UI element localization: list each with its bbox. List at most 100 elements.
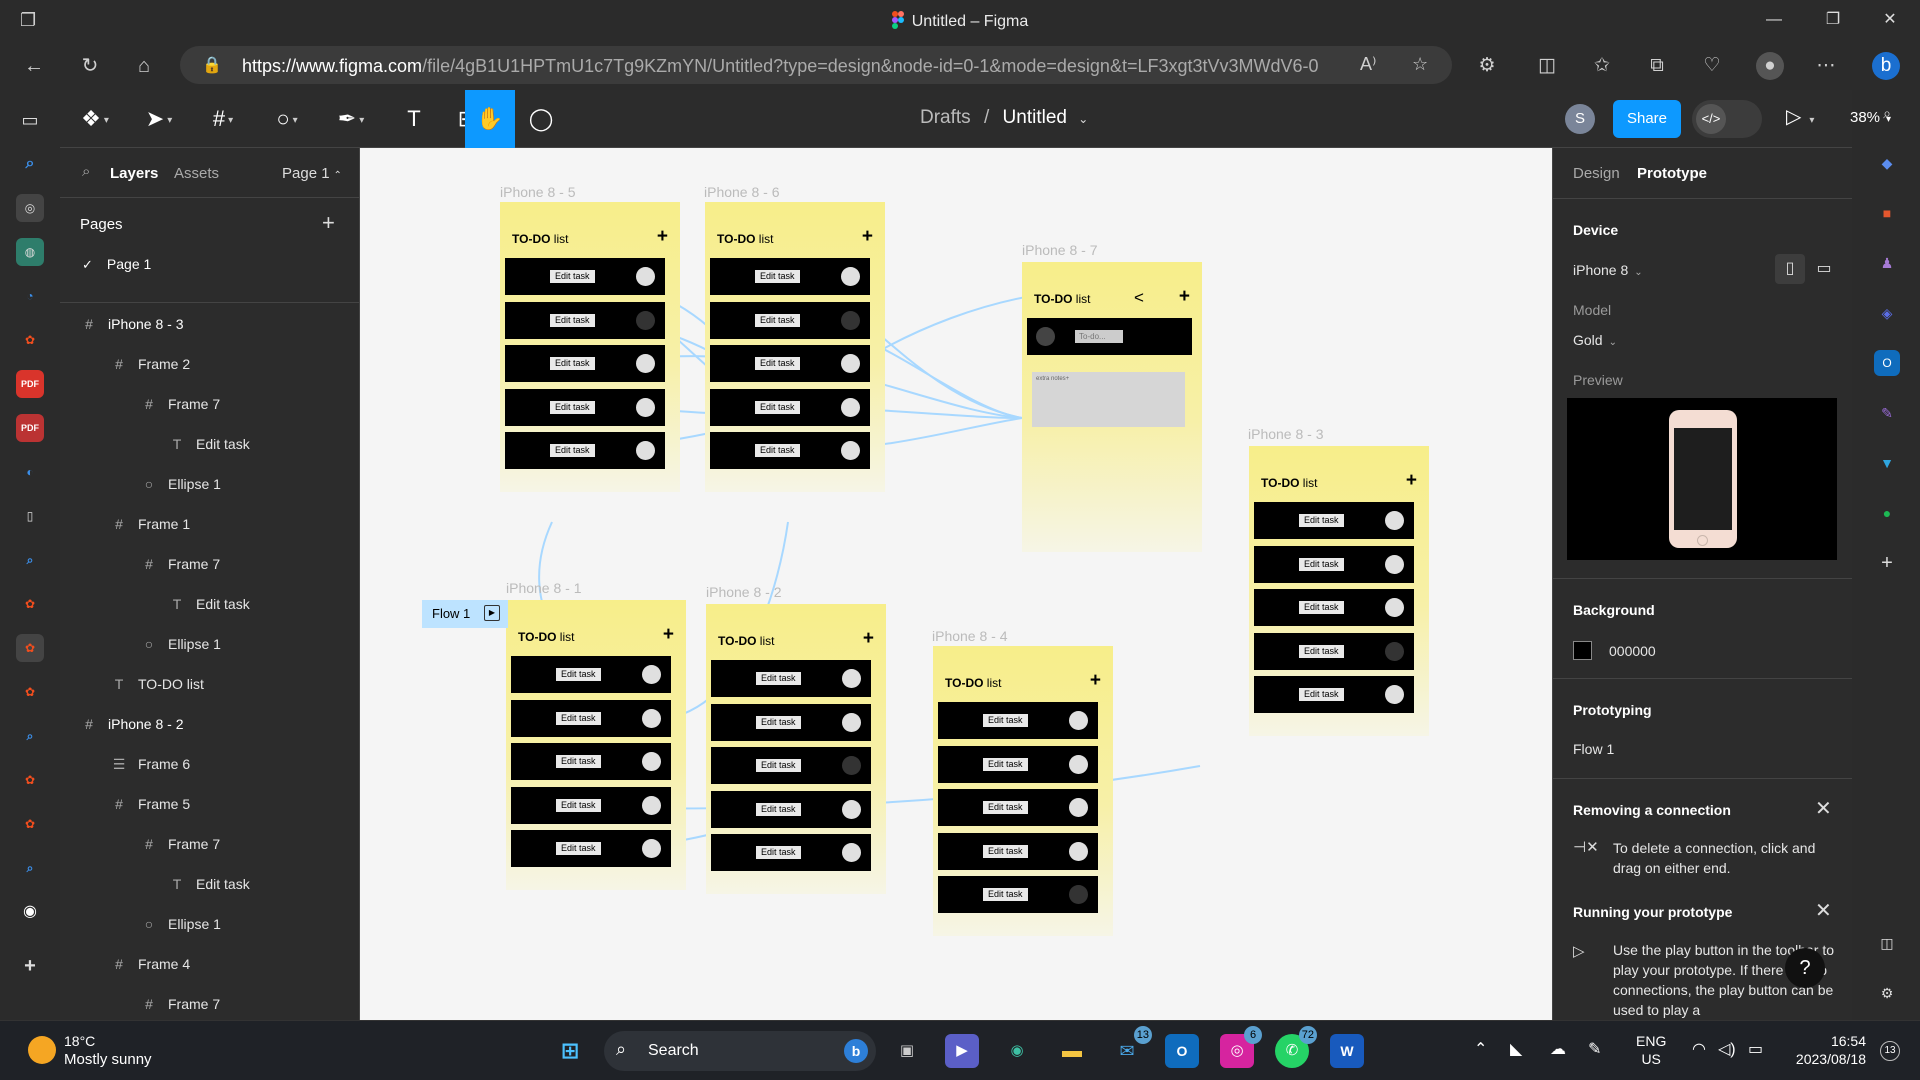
layer-item[interactable]: #Frame 7 xyxy=(140,986,220,1020)
task-row[interactable]: Edit task xyxy=(710,258,870,295)
task-complete-toggle[interactable] xyxy=(1069,754,1088,774)
task-row[interactable]: Edit task xyxy=(511,786,671,824)
outlook-icon[interactable]: O xyxy=(1165,1034,1199,1068)
refresh-button[interactable]: ↻ xyxy=(81,55,99,77)
tab-prototype[interactable]: Prototype xyxy=(1637,165,1708,182)
layer-item[interactable]: #Frame 2 xyxy=(110,346,190,382)
task-complete-toggle[interactable] xyxy=(841,310,860,330)
spotify-icon[interactable]: ● xyxy=(1882,505,1892,521)
task-row[interactable]: Edit task xyxy=(938,832,1098,870)
task-complete-toggle[interactable] xyxy=(1069,841,1088,861)
split-screen-icon[interactable]: ◫ xyxy=(1538,55,1556,76)
task-row[interactable]: Edit task xyxy=(1254,632,1414,670)
shopping-tag-icon[interactable]: ◆ xyxy=(1881,155,1893,171)
task-complete-toggle[interactable] xyxy=(841,397,860,417)
outlook-sidebar-icon[interactable]: O xyxy=(1874,350,1900,376)
task-complete-toggle[interactable] xyxy=(841,354,860,373)
dev-mode-toggle[interactable]: </> xyxy=(1692,100,1762,138)
extensions-icon[interactable]: ⚙ xyxy=(1478,55,1496,76)
edit-task-label[interactable]: Edit task xyxy=(1299,688,1344,701)
task-complete-toggle[interactable] xyxy=(642,752,661,771)
edit-task-label[interactable]: Edit task xyxy=(550,313,595,327)
tab-figma-icon-5[interactable]: ✿ xyxy=(24,817,36,831)
task-complete-toggle[interactable] xyxy=(1069,798,1088,817)
edit-task-label[interactable]: Edit task xyxy=(755,357,800,370)
task-row[interactable]: Edit task xyxy=(711,703,871,741)
portrait-orientation-button[interactable]: ▯ xyxy=(1775,254,1805,284)
task-complete-toggle[interactable] xyxy=(642,665,661,684)
task-row[interactable]: Edit task xyxy=(511,830,671,867)
edit-task-label[interactable]: Edit task xyxy=(556,798,601,812)
tab-figma-active-icon[interactable]: ✿ xyxy=(16,634,44,662)
page-item[interactable]: ✓Page 1 xyxy=(82,256,152,272)
add-task-icon[interactable]: + xyxy=(656,226,668,247)
shape-tool-button[interactable]: ○▾ xyxy=(276,106,298,131)
zoom-dropdown[interactable]: 38%▾ xyxy=(1850,109,1891,126)
task-complete-toggle[interactable] xyxy=(1385,598,1404,617)
task-row[interactable]: Edit task xyxy=(938,702,1098,739)
task-view-icon[interactable]: ▣ xyxy=(899,1042,915,1059)
task-row[interactable]: Edit task xyxy=(938,745,1098,783)
add-page-button[interactable]: + xyxy=(322,210,335,235)
edit-task-label[interactable]: Edit task xyxy=(550,270,595,283)
flow-starting-point[interactable]: Flow 1 ▶ xyxy=(422,600,508,628)
task-row[interactable]: Edit task xyxy=(1254,545,1414,583)
task-row[interactable]: Edit task xyxy=(505,258,665,295)
edit-task-label[interactable]: Edit task xyxy=(1299,514,1344,527)
task-row[interactable]: Edit task xyxy=(511,699,671,737)
edit-task-label[interactable]: Edit task xyxy=(556,842,601,855)
frame-label[interactable]: iPhone 8 - 5 xyxy=(500,184,576,200)
task-row[interactable]: Edit task xyxy=(938,876,1098,913)
task-row[interactable]: Edit task xyxy=(511,656,671,693)
tab-item-icon[interactable]: ◔ xyxy=(26,289,34,303)
close-tip-button[interactable]: ✕ xyxy=(1815,900,1832,922)
edit-task-label[interactable]: Edit task xyxy=(983,714,1028,727)
layer-item[interactable]: ○Ellipse 1 xyxy=(140,906,221,942)
task-row[interactable]: Edit task xyxy=(505,388,665,426)
close-window-button[interactable]: ✕ xyxy=(1883,11,1897,28)
collections-icon[interactable]: ⧉ xyxy=(1650,55,1664,76)
layer-item[interactable]: #Frame 5 xyxy=(110,786,190,822)
design-canvas[interactable]: iPhone 8 - 5 iPhone 8 - 6 iPhone 8 - 7 i… xyxy=(360,148,1552,1020)
task-complete-toggle[interactable] xyxy=(1385,511,1404,530)
back-chevron-icon[interactable]: < xyxy=(1134,288,1144,307)
frame-label[interactable]: iPhone 8 - 7 xyxy=(1022,242,1098,258)
mail-icon[interactable]: ✉13 xyxy=(1110,1026,1152,1068)
tab-github-icon[interactable]: ◉ xyxy=(23,903,37,920)
copilot-icon[interactable]: b xyxy=(1872,52,1900,80)
read-aloud-icon[interactable]: A⁾ xyxy=(1360,54,1377,74)
file-name[interactable]: Untitled xyxy=(1002,107,1067,128)
hide-sidebar-icon[interactable]: ◫ xyxy=(1880,935,1894,951)
frame-label[interactable]: iPhone 8 - 6 xyxy=(704,184,780,200)
main-menu-button[interactable]: ❖▾ xyxy=(81,106,109,131)
task-complete-toggle[interactable] xyxy=(841,441,860,460)
task-complete-toggle[interactable] xyxy=(842,843,861,862)
task-complete-toggle[interactable] xyxy=(842,756,861,775)
start-button[interactable]: ⊞ xyxy=(560,1038,580,1063)
present-button[interactable]: ▷▾ xyxy=(1786,104,1814,129)
edit-task-label[interactable]: Edit task xyxy=(1299,601,1344,614)
task-complete-toggle[interactable] xyxy=(636,354,655,373)
more-options-icon[interactable]: ⋯ xyxy=(1816,55,1836,76)
landscape-orientation-button[interactable]: ▭ xyxy=(1816,260,1832,277)
task-row[interactable]: Edit task xyxy=(710,301,870,339)
add-task-icon[interactable]: + xyxy=(662,624,674,645)
wifi-icon[interactable]: ◠ xyxy=(1692,1041,1706,1058)
notes-field[interactable]: extra notes+ xyxy=(1032,372,1185,427)
task-row[interactable]: Edit task xyxy=(710,432,870,469)
layer-item[interactable]: #Frame 7 xyxy=(140,386,220,422)
flow-play-icon[interactable]: ▶ xyxy=(484,605,500,621)
onedrive-icon[interactable]: ☁ xyxy=(1550,1041,1566,1058)
pen-tool-button[interactable]: ✒▾ xyxy=(337,106,365,131)
add-task-icon[interactable]: + xyxy=(1089,670,1101,691)
whatsapp-icon[interactable]: ✆72 xyxy=(1275,1026,1317,1068)
taskbar-search[interactable]: ⌕ Search b xyxy=(604,1031,876,1071)
edge-taskbar-icon[interactable]: ◉ xyxy=(1010,1042,1024,1059)
edit-task-label[interactable]: Edit task xyxy=(550,444,595,457)
layer-item[interactable]: #Frame 7 xyxy=(140,546,220,582)
edit-task-label[interactable]: Edit task xyxy=(755,270,800,283)
